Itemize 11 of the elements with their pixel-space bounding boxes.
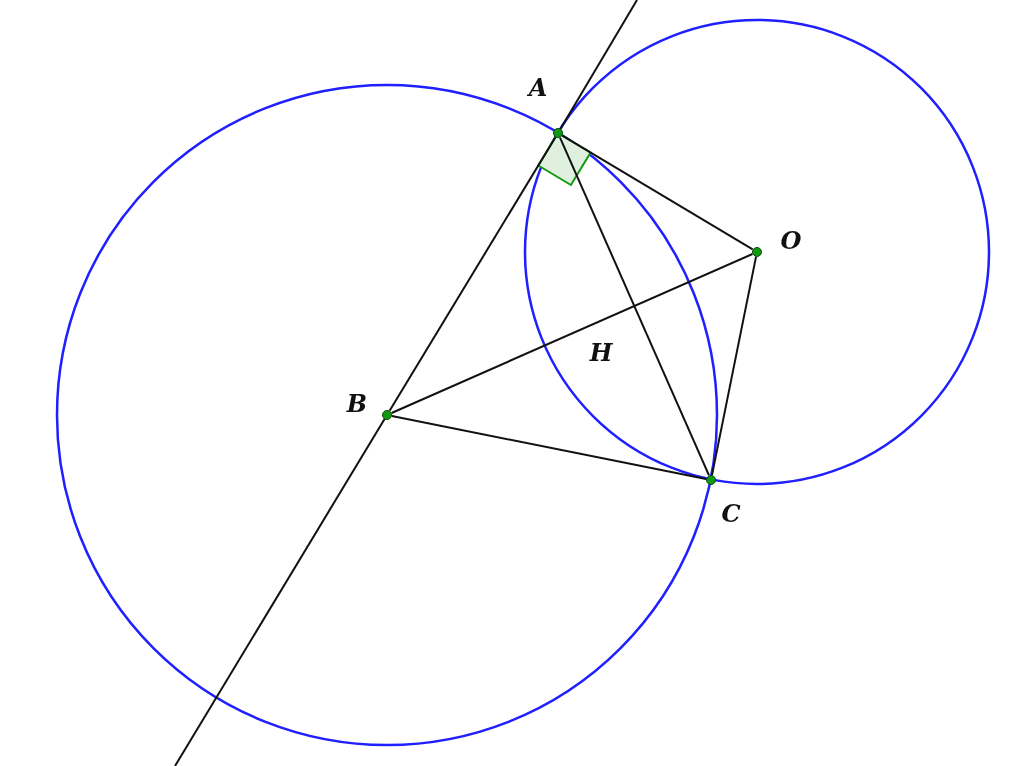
point-label: H (588, 339, 614, 367)
line-segment (388, 136, 557, 412)
point-label: B (345, 390, 369, 418)
line-segment (561, 134, 754, 251)
line-segment (390, 415, 708, 480)
point-label: O (779, 227, 803, 255)
line-segment (390, 253, 754, 414)
point-label: C (720, 500, 742, 528)
line-segment (559, 136, 710, 477)
point-label: A (526, 74, 549, 102)
line-segment (711, 255, 757, 477)
